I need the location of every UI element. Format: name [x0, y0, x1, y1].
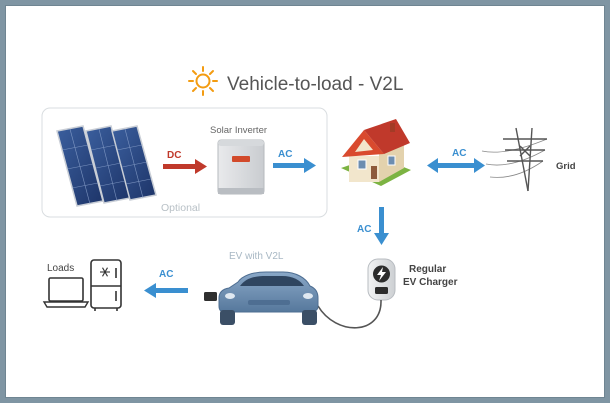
optional-label: Optional [161, 202, 200, 214]
ac-label-house-grid: AC [452, 148, 466, 159]
ac-label-inverter-house: AC [278, 149, 292, 160]
charger-label-line1: Regular [409, 264, 446, 275]
sun-icon [188, 66, 218, 96]
title-group: Vehicle-to-load - V2L [188, 66, 403, 96]
ev-charger-icon [367, 258, 396, 301]
loads-label: Loads [47, 263, 74, 274]
power-pylon-icon [481, 127, 548, 192]
fridge-icon [90, 259, 122, 311]
dc-label: DC [167, 150, 181, 161]
ac-label-house-charger: AC [357, 224, 371, 235]
ev-label: EV with V2L [229, 251, 284, 262]
solar-inverter-label: Solar Inverter [210, 125, 267, 136]
ac-arrow-house-charger [374, 207, 389, 245]
grid-label: Grid [556, 161, 576, 172]
charger-label-line2: EV Charger [403, 277, 458, 288]
page-title: Vehicle-to-load - V2L [227, 74, 403, 95]
electric-car-icon [204, 271, 319, 325]
diagram-frame: Vehicle-to-load - V2L Optional DC Solar … [5, 5, 605, 398]
inverter-icon [217, 139, 265, 195]
ac-double-arrow-house-grid [427, 158, 485, 173]
dc-arrow [163, 159, 207, 174]
charging-cable [317, 299, 382, 329]
solar-panel-icon [56, 125, 157, 207]
optional-solar-box [41, 107, 328, 218]
ac-arrow-ev-loads [144, 283, 188, 298]
ac-arrow-inverter-house [273, 158, 316, 173]
laptop-icon [42, 277, 90, 308]
house-icon [341, 119, 411, 186]
v2l-diagram: Vehicle-to-load - V2L Optional DC Solar … [41, 66, 576, 329]
ac-label-ev-loads: AC [159, 269, 173, 280]
